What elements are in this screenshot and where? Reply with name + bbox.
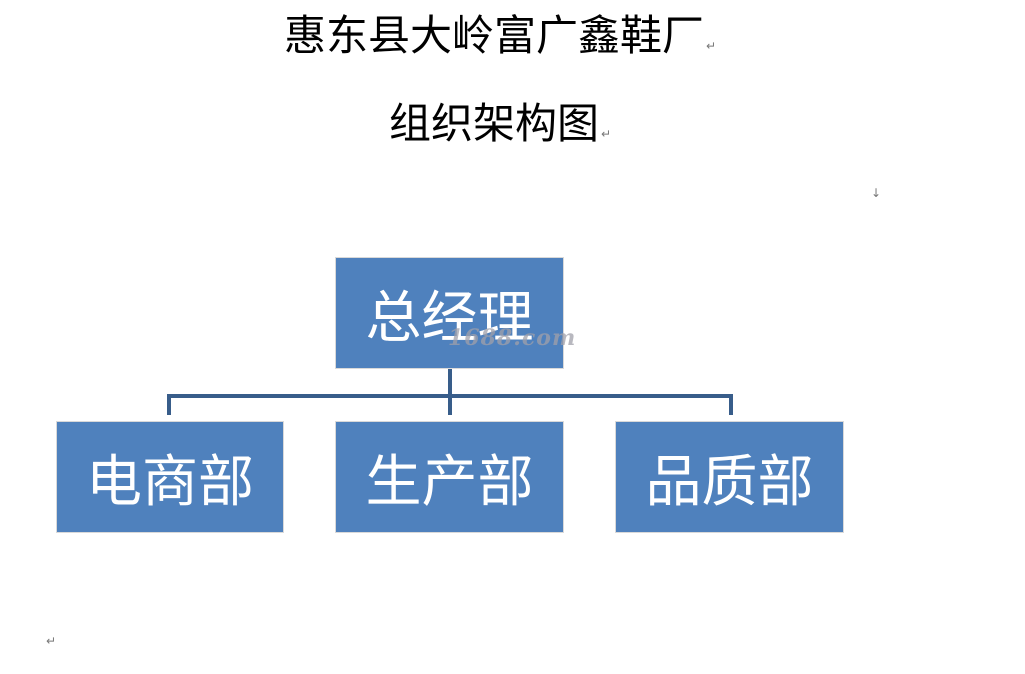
document-title: 惠东县大岭富广鑫鞋厂↵ <box>0 8 1000 74</box>
org-node-quality[interactable]: 品质部 <box>615 421 844 533</box>
paragraph-mark: ↵ <box>600 127 612 141</box>
subtitle-text: 组织架构图 <box>388 99 599 148</box>
org-node-production[interactable]: 生产部 <box>335 421 564 533</box>
watermark: 1688.com <box>448 325 577 351</box>
org-node-general-manager[interactable]: 总经理 <box>335 257 564 369</box>
paragraph-mark: ↵ <box>705 39 717 53</box>
node-label: 品质部 <box>645 449 814 515</box>
node-label: 总经理 <box>365 285 534 351</box>
document-subtitle: 组织架构图↵ <box>0 96 1000 162</box>
down-arrow-mark: ↓ <box>871 186 882 200</box>
node-label: 生产部 <box>365 449 534 515</box>
org-node-ecommerce[interactable]: 电商部 <box>56 421 284 533</box>
node-label: 电商部 <box>86 449 254 515</box>
title-text: 惠东县大岭富广鑫鞋厂 <box>283 11 704 60</box>
paragraph-mark: ↵ <box>46 634 57 648</box>
